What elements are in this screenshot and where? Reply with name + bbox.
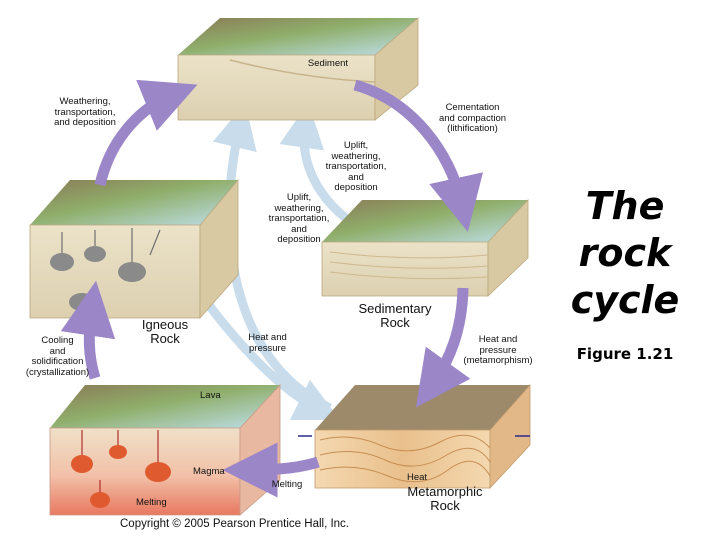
heat-pressure-center-arrow	[201, 297, 341, 421]
copyright-text: Copyright © 2005 Pearson Prentice Hall, …	[120, 518, 350, 530]
cycle-arrow-right-down	[415, 287, 471, 408]
cementation-compaction-label: Cementation and compaction (lithificatio…	[438, 102, 507, 134]
metamorphic-block	[314, 383, 531, 490]
heat-pressure-center-label: Heat and pressure	[248, 332, 287, 354]
cycle-arrow-left-up	[60, 280, 116, 380]
cycle-arrow-top-right	[353, 79, 483, 232]
magma-label: Magma	[193, 466, 225, 477]
magma-block	[49, 383, 281, 516]
sedimentary-block	[321, 199, 529, 297]
figure-label: Figure 1.21	[576, 345, 674, 363]
uplift-inner-label: Uplift, weathering, transportation, and …	[325, 140, 387, 193]
heat-pressure-metamorphism-label: Heat and pressure (metamorphism)	[463, 334, 533, 366]
cycle-arrow-top-left	[94, 79, 198, 187]
sedimentary-rock-label: Sedimentary Rock	[358, 301, 432, 330]
slide-title: The rock cycle	[570, 184, 680, 322]
melting-arrow-label: Melting	[271, 479, 303, 490]
metamorphic-rock-label: Metamorphic Rock	[407, 484, 483, 513]
sediment-block	[177, 17, 419, 121]
melting-bottom-label: Melting	[136, 497, 167, 508]
sediment-label: Sediment	[307, 58, 349, 69]
cycle-arrow-bottom-left	[222, 442, 320, 498]
weathering-transport-deposition-label: Weathering, transportation, and depositi…	[54, 96, 116, 128]
lava-label: Lava	[200, 390, 221, 401]
heat-label: Heat	[407, 472, 428, 483]
igneous-rock-label: Igneous Rock	[141, 317, 189, 346]
cooling-solidification-label: Cooling and solidification (crystallizat…	[25, 335, 90, 378]
uplift-outer-label: Uplift, weathering, transportation, and …	[268, 192, 330, 245]
igneous-block	[29, 178, 239, 320]
